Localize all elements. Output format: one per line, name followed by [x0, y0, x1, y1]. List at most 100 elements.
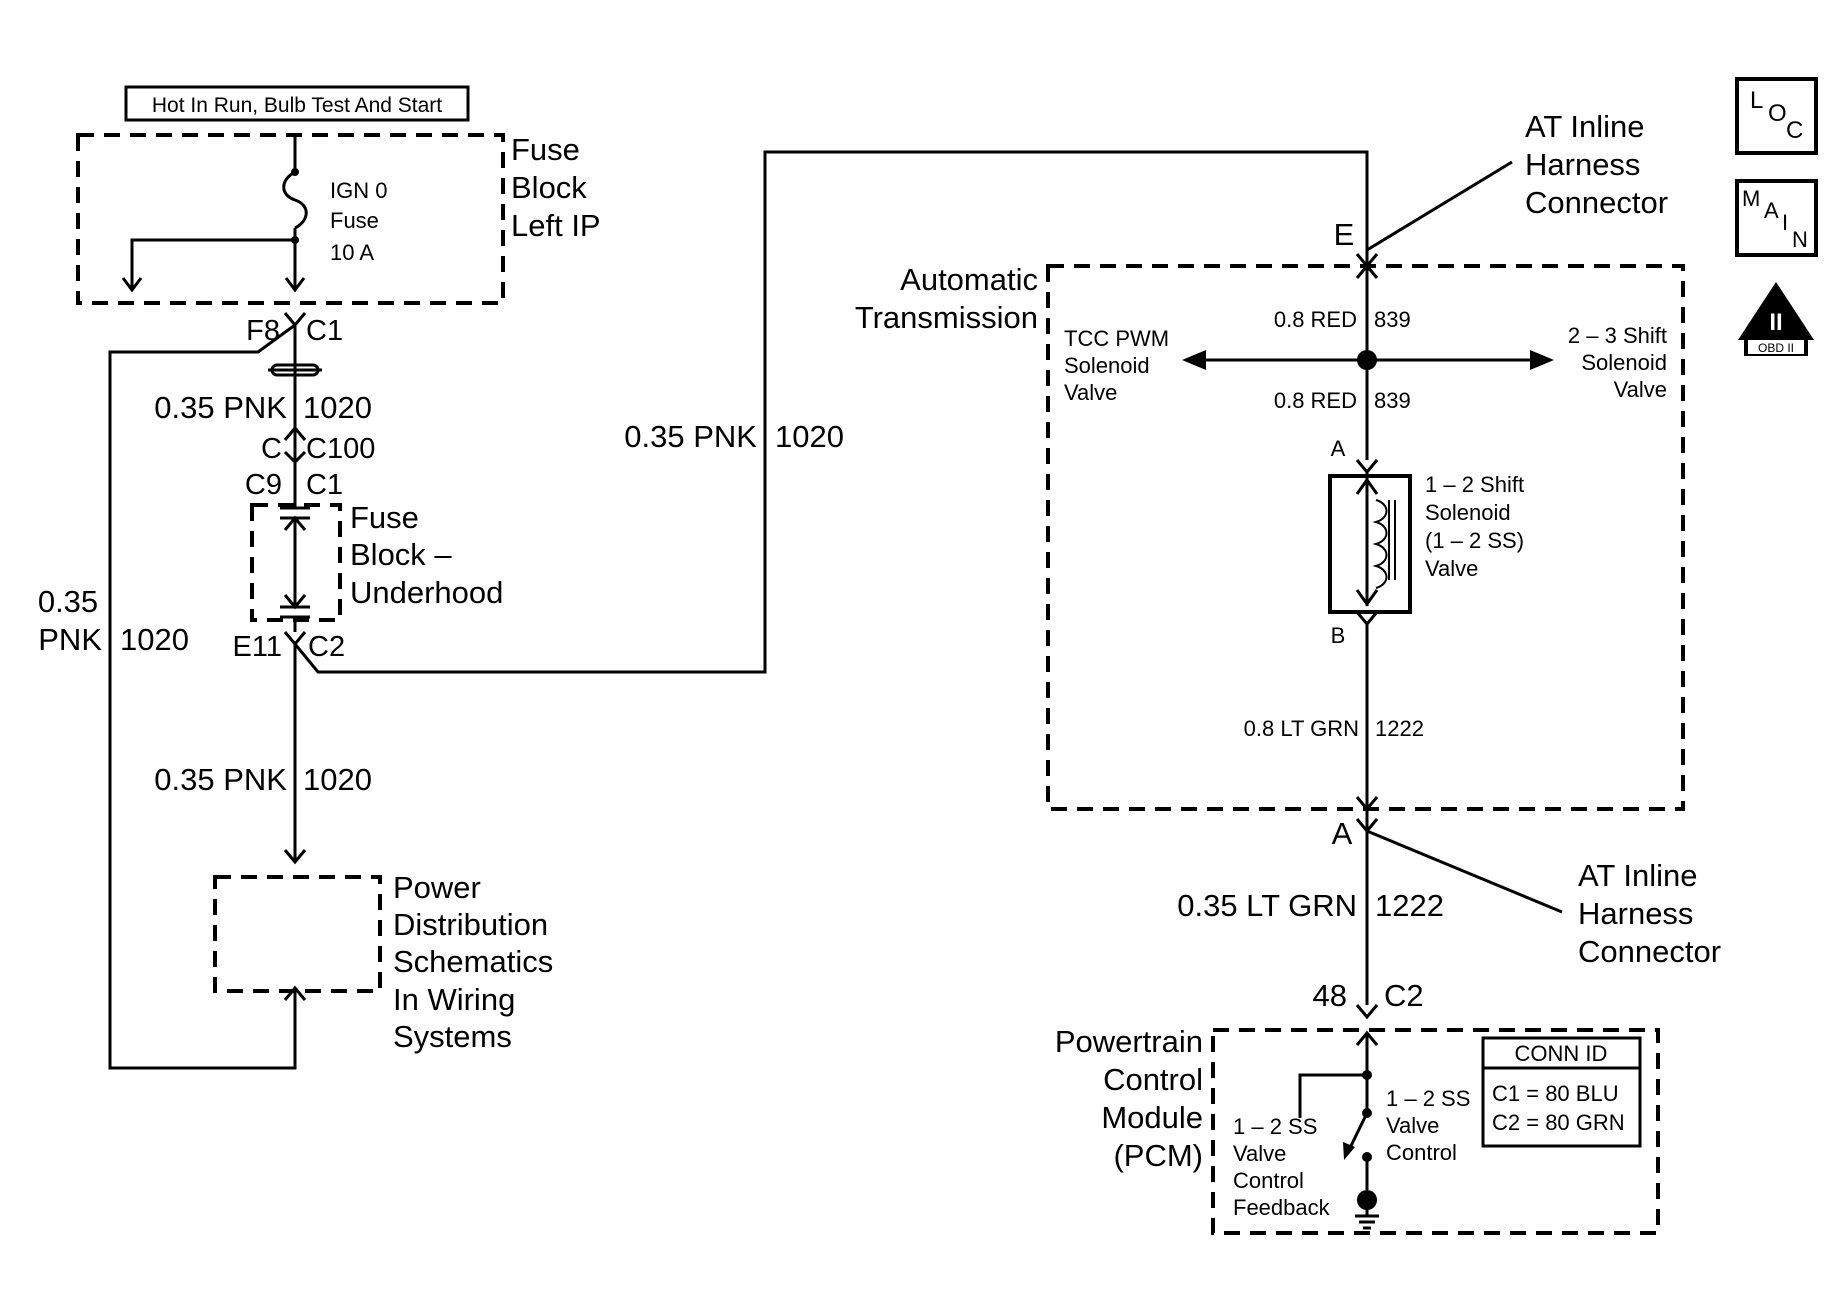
power-distribution-line-4: In Wiring — [393, 982, 515, 1017]
tcc-label-1: TCC PWM — [1064, 326, 1169, 351]
red-bottom-circuit: 839 — [1374, 388, 1411, 413]
shift12-label-4: Valve — [1425, 556, 1478, 581]
conn-id-table: CONN ID C1 = 80 BLU C2 = 80 GRN — [1481, 1036, 1642, 1148]
transmission-title-2: Transmission — [855, 300, 1038, 335]
fuse-label-3: 10 A — [330, 240, 374, 265]
power-source-text: Hot In Run, Bulb Test And Start — [152, 94, 442, 117]
tcc-label-3: Valve — [1064, 380, 1117, 405]
connector-c9-pin: C9 — [245, 469, 282, 501]
splice-ferrite — [268, 325, 322, 428]
feedback-label-4: Feedback — [1233, 1195, 1331, 1220]
fuse-block-left-ip-title-1: Fuse — [511, 132, 580, 167]
obd-label: OBD II — [1758, 341, 1794, 355]
wire-3-gauge-color: 0.35 PNK — [154, 762, 287, 797]
control-label-2: Valve — [1386, 1113, 1439, 1138]
inline-bottom-label-1: AT Inline — [1578, 858, 1697, 893]
grn-inside-circuit: 1222 — [1375, 716, 1424, 741]
power-distribution-line-5: Systems — [393, 1019, 512, 1054]
wire-1-circuit: 1020 — [303, 390, 372, 425]
wire-3-circuit: 1020 — [303, 762, 372, 797]
obd-ii-icon[interactable]: II OBD II — [1738, 282, 1814, 356]
shift23-label-1: 2 – 3 Shift — [1568, 323, 1667, 348]
transmission-title-1: Automatic — [900, 262, 1038, 297]
wire-left-gauge: 0.35 — [38, 584, 98, 619]
inline-bottom-label-3: Connector — [1578, 934, 1721, 969]
solenoid-pin-a: A — [1331, 436, 1346, 461]
wire-label-grn-outside: 0.35 LT GRN 1222 — [1177, 888, 1444, 923]
main-letter-n: N — [1792, 227, 1808, 252]
connector-f8-pin: F8 — [246, 315, 280, 347]
wire-1-gauge-color: 0.35 PNK — [154, 390, 287, 425]
conn-id-c1: C1 = 80 BLU — [1492, 1081, 1619, 1106]
red-top-circuit: 839 — [1374, 307, 1411, 332]
tcc-label-2: Solenoid — [1064, 353, 1150, 378]
connector-c9-name: C1 — [306, 469, 343, 501]
shift12-label-2: Solenoid — [1425, 500, 1511, 525]
wire-label-left: 0.35 PNK 1020 — [38, 584, 189, 657]
pcm-pin: 48 — [1313, 978, 1347, 1013]
inline-top-label-3: Connector — [1525, 185, 1668, 220]
shift23-label-2: Solenoid — [1581, 350, 1667, 375]
red-top-gauge-color: 0.8 RED — [1274, 307, 1357, 332]
feedback-label-3: Control — [1233, 1168, 1304, 1193]
wire-2-gauge-color: 0.35 PNK — [624, 419, 757, 454]
connector-c100-name: C100 — [306, 433, 375, 465]
at-inline-harness-connector-top: E AT Inline Harness Connector — [1334, 109, 1668, 252]
conn-id-title: CONN ID — [1515, 1041, 1608, 1066]
fuse-label-1: IGN 0 — [330, 178, 387, 203]
shift12-label-3: (1 – 2 SS) — [1425, 528, 1524, 553]
wire-solenoid-to-pcm: 0.8 LT GRN 1222 — [1244, 624, 1424, 1005]
power-distribution-line-3: Schematics — [393, 944, 553, 979]
pcm-title-2: Control — [1103, 1062, 1203, 1097]
grn-inside-gauge-color: 0.8 LT GRN — [1244, 716, 1359, 741]
loc-icon[interactable]: L O C — [1735, 77, 1818, 155]
power-distribution-line-2: Distribution — [393, 907, 548, 942]
wire-label-2: 0.35 PNK 1020 — [624, 419, 844, 454]
wire-left-circuit: 1020 — [120, 622, 189, 657]
inline-bottom-label-2: Harness — [1578, 896, 1693, 931]
pcm-title-1: Powertrain — [1055, 1024, 1203, 1059]
fuse-block-left-ip: Fuse Block Left IP IGN 0 Fuse 10 A — [76, 132, 601, 305]
shift23-label-3: Valve — [1614, 377, 1667, 402]
connector-c9-c1: C9 C1 — [245, 462, 343, 508]
transmission-wiring — [1182, 263, 1554, 476]
control-label-1: 1 – 2 SS — [1386, 1086, 1470, 1111]
shift-2-3-solenoid-label: 2 – 3 Shift Solenoid Valve — [1568, 323, 1667, 402]
conn-id-c2: C2 = 80 GRN — [1492, 1110, 1625, 1135]
main-letter-m: M — [1742, 186, 1760, 211]
connector-e11-name: C2 — [308, 631, 345, 663]
connector-c100-pin: C — [261, 433, 282, 465]
inline-bottom-pin: A — [1332, 816, 1353, 851]
shift-1-2-solenoid: A B 1 – 2 Shift Solenoid (1 – 2 SS) Valv… — [1328, 436, 1524, 648]
fuse-block-underhood-title-1: Fuse — [350, 500, 419, 535]
connector-c100: C C100 — [261, 425, 375, 465]
pcm-title-4: (PCM) — [1113, 1138, 1203, 1173]
ign-0-fuse — [121, 135, 308, 293]
inline-top-label-2: Harness — [1525, 147, 1640, 182]
pcm-connector: C2 — [1384, 978, 1424, 1013]
wire-to-power-distribution: 0.35 PNK 1020 — [154, 644, 372, 865]
control-label-3: Control — [1386, 1140, 1457, 1165]
connector-e11-pin: E11 — [233, 631, 282, 663]
connector-f8-name: C1 — [306, 315, 343, 347]
power-distribution-line-1: Power — [393, 870, 481, 905]
main-letter-a: A — [1764, 198, 1779, 223]
fuse-block-underhood-title-3: Underhood — [350, 575, 503, 610]
wire-left-color: PNK — [38, 622, 102, 657]
wire-label-1: 0.35 PNK 1020 — [154, 390, 372, 425]
shift12-label-1: 1 – 2 Shift — [1425, 472, 1524, 497]
grn-outside-circuit: 1222 — [1375, 888, 1444, 923]
feedback-label-2: Valve — [1233, 1141, 1286, 1166]
loc-letter-l: L — [1750, 87, 1763, 114]
wire-left-loop — [108, 323, 307, 1070]
main-icon[interactable]: M A I N — [1735, 179, 1818, 257]
pcm-title-3: Module — [1101, 1100, 1203, 1135]
connector-48-c2: 48 C2 — [1313, 978, 1424, 1020]
solenoid-pin-b: B — [1331, 623, 1346, 648]
main-letter-i: I — [1782, 210, 1788, 235]
fuse-block-underhood: Fuse Block – Underhood — [250, 500, 503, 622]
grn-outside-gauge-color: 0.35 LT GRN — [1177, 888, 1357, 923]
fuse-block-left-ip-title-2: Block — [511, 170, 587, 205]
pcm-box: Powertrain Control Module (PCM) 1 – 2 SS… — [1055, 1024, 1660, 1235]
